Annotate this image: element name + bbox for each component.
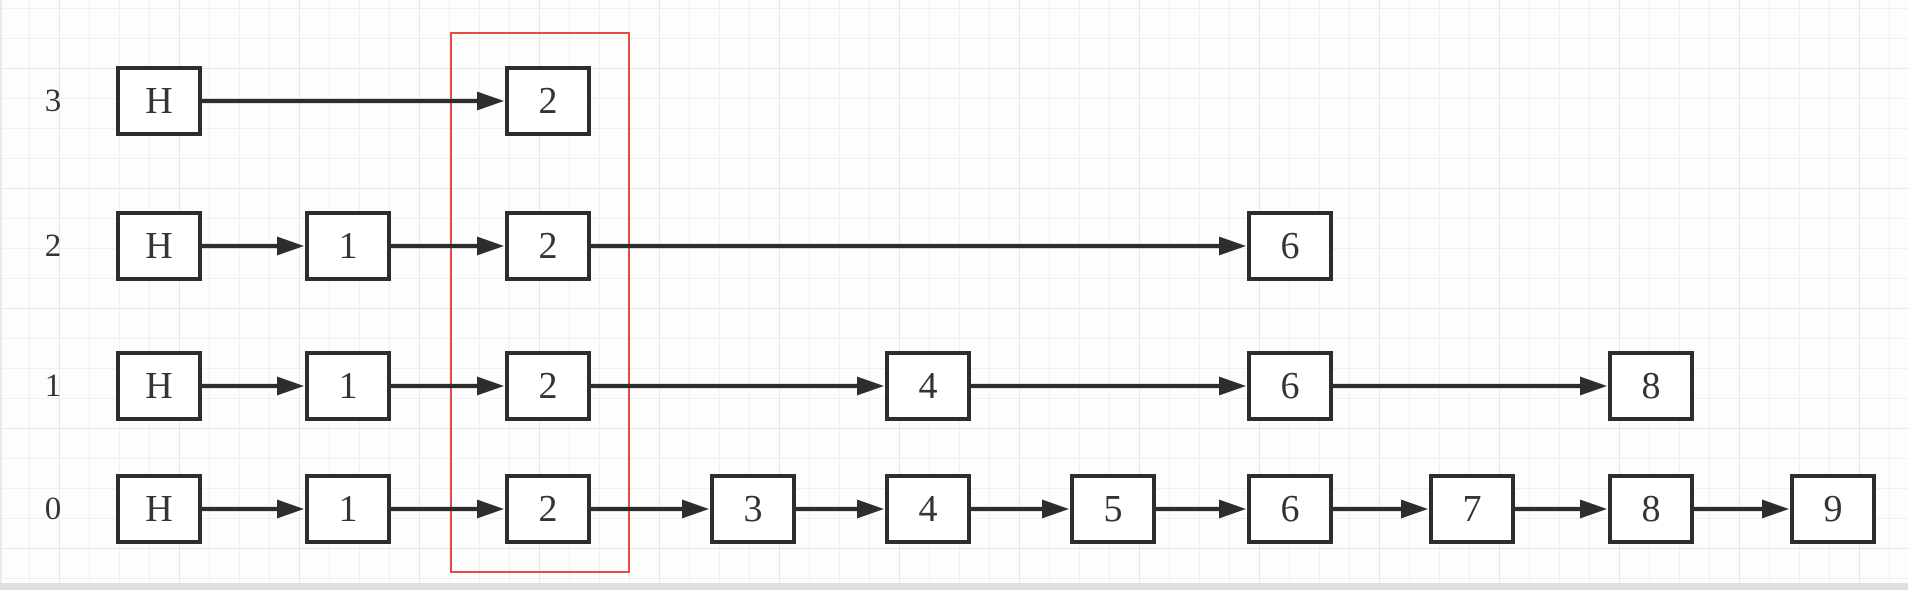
node-level2-H[interactable]: H (116, 211, 202, 281)
canvas-edge-bottom (0, 583, 1908, 590)
node-level0-5[interactable]: 5 (1070, 474, 1156, 544)
arrow-level1-H-to-1[interactable] (200, 376, 304, 396)
highlight-rectangle[interactable] (450, 32, 630, 573)
node-level0-7[interactable]: 7 (1429, 474, 1515, 544)
node-level0-2[interactable]: 2 (505, 474, 591, 544)
arrow-level0-3-to-4[interactable] (794, 499, 884, 519)
node-level1-2[interactable]: 2 (505, 351, 591, 421)
level-label-0: 0 (44, 490, 62, 527)
node-level1-H[interactable]: H (116, 351, 202, 421)
arrow-level0-6-to-7[interactable] (1331, 499, 1428, 519)
node-level0-6[interactable]: 6 (1247, 474, 1333, 544)
node-level1-8[interactable]: 8 (1608, 351, 1694, 421)
arrow-level0-7-to-8[interactable] (1513, 499, 1607, 519)
level-label-1: 1 (44, 367, 62, 404)
arrow-level3-H-to-2[interactable] (200, 91, 504, 111)
node-level0-3[interactable]: 3 (710, 474, 796, 544)
level-label-3: 3 (44, 82, 62, 119)
arrow-level0-2-to-3[interactable] (589, 499, 709, 519)
arrow-level2-1-to-2[interactable] (389, 236, 504, 256)
node-level3-2[interactable]: 2 (505, 66, 591, 136)
node-level2-6[interactable]: 6 (1247, 211, 1333, 281)
node-level1-6[interactable]: 6 (1247, 351, 1333, 421)
canvas-edge-left (0, 0, 2, 590)
arrow-level0-4-to-5[interactable] (969, 499, 1069, 519)
arrow-level0-1-to-2[interactable] (389, 499, 504, 519)
arrow-level1-6-to-8[interactable] (1331, 376, 1607, 396)
node-level2-2[interactable]: 2 (505, 211, 591, 281)
node-level0-9[interactable]: 9 (1790, 474, 1876, 544)
arrow-level1-1-to-2[interactable] (389, 376, 504, 396)
arrow-level0-5-to-6[interactable] (1154, 499, 1246, 519)
node-level1-1[interactable]: 1 (305, 351, 391, 421)
node-level0-H[interactable]: H (116, 474, 202, 544)
level-label-2: 2 (44, 227, 62, 264)
arrow-level2-H-to-1[interactable] (200, 236, 304, 256)
node-level0-1[interactable]: 1 (305, 474, 391, 544)
arrow-level0-H-to-1[interactable] (200, 499, 304, 519)
arrow-level0-8-to-9[interactable] (1692, 499, 1789, 519)
node-level1-4[interactable]: 4 (885, 351, 971, 421)
node-level0-4[interactable]: 4 (885, 474, 971, 544)
node-level3-H[interactable]: H (116, 66, 202, 136)
arrow-level1-4-to-6[interactable] (969, 376, 1246, 396)
node-level2-1[interactable]: 1 (305, 211, 391, 281)
arrow-level1-2-to-4[interactable] (589, 376, 884, 396)
arrow-level2-2-to-6[interactable] (589, 236, 1246, 256)
node-level0-8[interactable]: 8 (1608, 474, 1694, 544)
